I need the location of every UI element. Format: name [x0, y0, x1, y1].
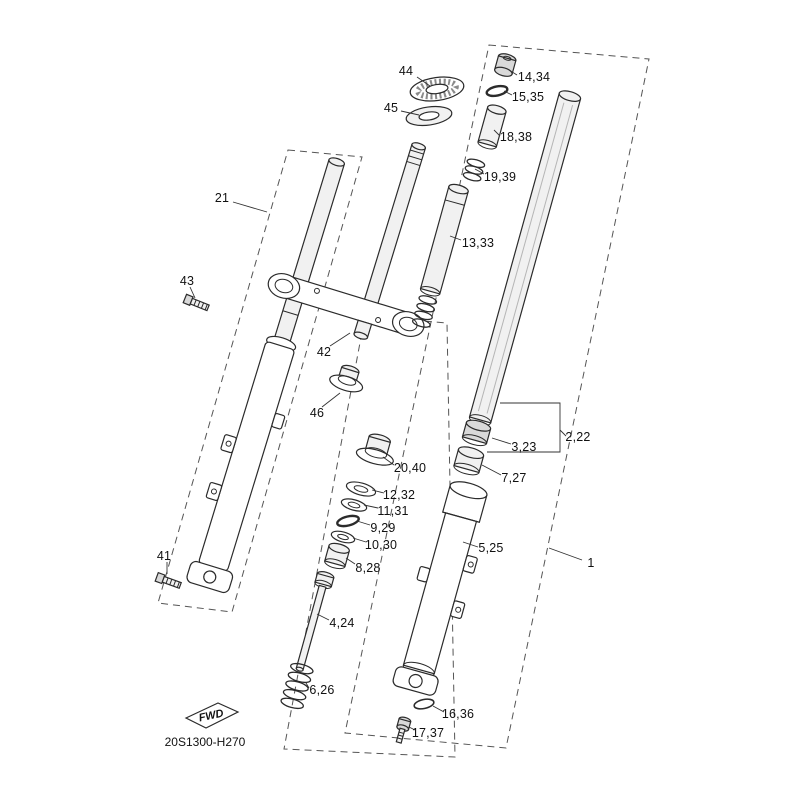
damper-rod-4-24 [295, 571, 335, 672]
cap-bolt-14-34 [493, 53, 517, 77]
bushing-3-23 [461, 419, 492, 447]
bushing-18-38 [477, 104, 507, 150]
washer-11-31 [340, 498, 368, 512]
damper-tube-13-33 [411, 183, 469, 328]
spring-6-26 [280, 662, 314, 710]
boundary-right-fork [344, 44, 650, 749]
left-fork-leg-assembly [186, 157, 346, 594]
spring-seat-20-40 [355, 433, 394, 466]
fwd-arrow: FWD [184, 702, 240, 729]
outer-tube-5-25 [392, 481, 488, 696]
o-ring-9-29 [336, 514, 360, 528]
washer-stack-19-39 [462, 158, 486, 182]
bushing-8-28 [324, 542, 350, 570]
bushing-7-27 [453, 446, 485, 476]
bolt-17-37 [395, 716, 412, 744]
steering-stem-bracket-42 [267, 142, 427, 393]
bolt-43 [182, 293, 210, 312]
bolt-41 [154, 571, 183, 590]
bearing-race-45 [405, 105, 453, 127]
leader-lines [166, 69, 583, 731]
washer-10-30 [330, 530, 356, 544]
bearing-44 [409, 76, 465, 102]
nut-46 [329, 364, 364, 393]
o-ring-15-35 [485, 84, 509, 98]
clip-16-36 [413, 698, 435, 710]
washer-12-32 [345, 481, 377, 497]
boundary-left-fork [157, 149, 363, 613]
inner-tube-2-22 [453, 90, 582, 476]
fwd-label: FWD [198, 707, 225, 724]
bracket-2-22 [487, 402, 561, 453]
diagram-code: 20S1300-H270 [165, 735, 246, 749]
